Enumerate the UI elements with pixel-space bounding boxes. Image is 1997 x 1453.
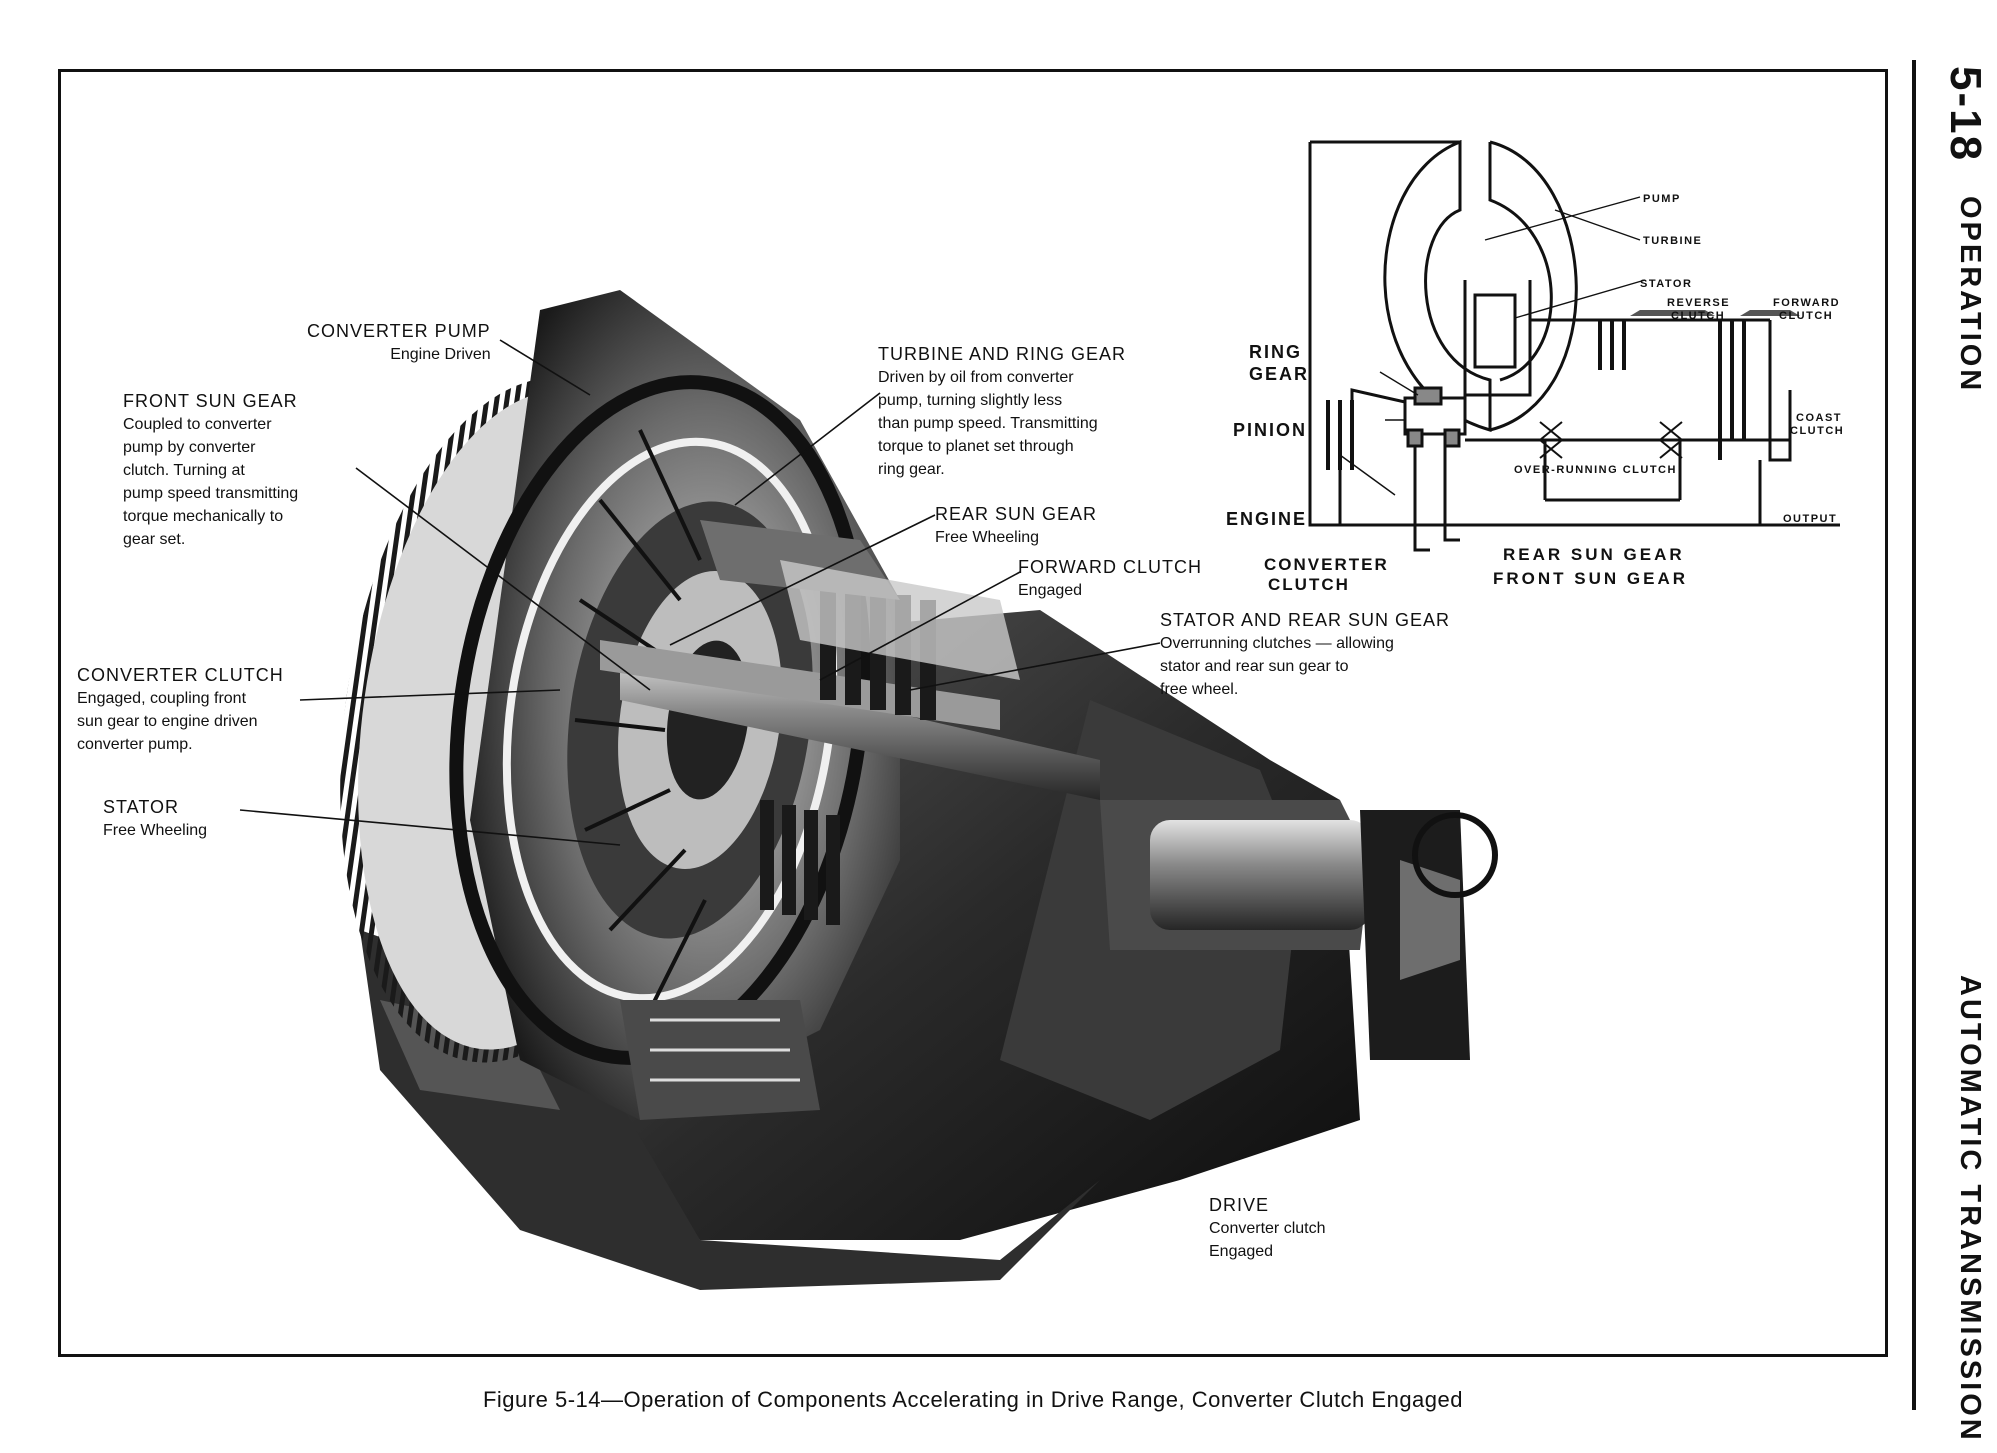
callout-front-sun-gear-line-1: Coupled to converter <box>123 416 272 433</box>
callout-turbine-ring-gear-line-4: torque to planet set through <box>878 438 1074 455</box>
schematic-rear-sun-gear-label: REAR SUN GEAR <box>1503 545 1685 564</box>
schematic-converter-clutch-label: CONVERTER CLUTCH <box>1264 555 1389 595</box>
callout-front-sun-gear-line-3: clutch. Turning at <box>123 462 245 479</box>
callout-front-sun-gear-line-4: pump speed transmitting <box>123 485 299 502</box>
callout-turbine-ring-gear: TURBINE AND RING GEAR Driven by oil from… <box>878 343 1126 481</box>
callout-converter-pump: CONVERTER PUMP Engine Driven <box>307 320 491 366</box>
callout-stator-rear-sun-gear-line-1: Overrunning clutches — allowing <box>1160 635 1394 652</box>
sidebar-rule <box>1912 60 1916 1410</box>
callout-turbine-ring-gear-title: TURBINE AND RING GEAR <box>878 344 1127 364</box>
callout-front-sun-gear-line-2: pump by converter <box>123 439 256 456</box>
callout-drive-title: DRIVE <box>1209 1195 1270 1215</box>
forward-clutch-line-1: FORWARD <box>1773 297 1841 309</box>
callout-converter-clutch: CONVERTER CLUTCH Engaged, coupling front… <box>77 664 284 756</box>
callout-turbine-ring-gear-line-1: Driven by oil from converter <box>878 369 1074 386</box>
callout-rear-sun-gear: REAR SUN GEAR Free Wheeling <box>935 503 1097 549</box>
schematic-pump-label: PUMP <box>1643 193 1681 205</box>
schematic-over-running-clutch-label: OVER-RUNNING CLUTCH <box>1514 464 1677 476</box>
callout-turbine-ring-gear-line-3: than pump speed. Transmitting <box>878 415 1098 432</box>
converter-clutch-line-2: CLUTCH <box>1268 575 1350 594</box>
schematic-ring-gear-label: RING GEAR <box>1249 341 1309 385</box>
callout-converter-clutch-title: CONVERTER CLUTCH <box>77 665 284 685</box>
schematic-forward-clutch-label: FORWARD CLUTCH <box>1773 297 1840 323</box>
schematic-pinion-label: PINION <box>1233 420 1308 440</box>
callout-front-sun-gear-line-6: gear set. <box>123 531 186 548</box>
reverse-clutch-line-2: CLUTCH <box>1671 310 1726 322</box>
callout-drive-line-1: Converter clutch <box>1209 1220 1326 1237</box>
callout-stator-title: STATOR <box>103 797 180 817</box>
coast-clutch-line-1: COAST <box>1796 412 1842 424</box>
figure-caption: Figure 5-14—Operation of Components Acce… <box>482 1387 1463 1412</box>
callout-stator-text: Free Wheeling <box>103 822 208 839</box>
callout-forward-clutch-title: FORWARD CLUTCH <box>1018 557 1202 577</box>
callout-stator-rear-sun-gear-title: STATOR AND REAR SUN GEAR <box>1160 610 1451 630</box>
power-flow-schematic <box>1308 140 1840 552</box>
callout-stator-rear-sun-gear-line-2: stator and rear sun gear to <box>1160 658 1349 675</box>
callout-converter-clutch-line-1: Engaged, coupling front <box>77 690 247 707</box>
callout-rear-sun-gear-title: REAR SUN GEAR <box>935 504 1098 524</box>
forward-clutch-line-2: CLUTCH <box>1779 310 1834 322</box>
callout-stator-rear-sun-gear: STATOR AND REAR SUN GEAR Overrunning clu… <box>1160 609 1450 701</box>
callout-leaders <box>239 339 1161 846</box>
callout-stator: STATOR Free Wheeling <box>103 796 207 842</box>
schematic-stator-label: STATOR <box>1640 278 1693 290</box>
callout-drive: DRIVE Converter clutch Engaged <box>1209 1194 1326 1263</box>
callout-front-sun-gear-line-5: torque mechanically to <box>123 508 284 525</box>
figure-frame <box>58 69 1888 1357</box>
callout-converter-pump-text: Engine Driven <box>390 346 491 363</box>
callout-forward-clutch-text: Engaged <box>1018 582 1083 599</box>
callout-rear-sun-gear-text: Free Wheeling <box>935 529 1040 546</box>
torque-converter <box>340 290 900 1120</box>
coast-clutch-line-2: CLUTCH <box>1790 425 1845 437</box>
callout-converter-clutch-line-2: sun gear to engine driven <box>77 713 258 730</box>
callout-turbine-ring-gear-line-5: ring gear. <box>878 461 945 478</box>
schematic-front-sun-gear-label: FRONT SUN GEAR <box>1493 569 1688 588</box>
ring-gear-line-2: GEAR <box>1249 364 1310 384</box>
callout-front-sun-gear-title: FRONT SUN GEAR <box>123 391 298 411</box>
ring-gear-line-1: RING <box>1249 342 1302 362</box>
reverse-clutch-line-1: REVERSE <box>1667 297 1731 309</box>
schematic-engine-label: ENGINE <box>1226 509 1308 529</box>
callout-forward-clutch: FORWARD CLUTCH Engaged <box>1018 556 1202 602</box>
gear-train <box>600 520 1100 1120</box>
callout-front-sun-gear: FRONT SUN GEAR Coupled to converter pump… <box>123 390 298 551</box>
schematic-leaders <box>1339 196 1646 496</box>
converter-clutch-line-1: CONVERTER <box>1264 555 1389 574</box>
schematic-output-label: OUTPUT <box>1783 513 1838 525</box>
callout-stator-rear-sun-gear-line-3: free wheel. <box>1160 681 1239 698</box>
schematic-coast-clutch-label: COAST CLUTCH <box>1790 412 1844 438</box>
callout-drive-line-2: Engaged <box>1209 1243 1274 1260</box>
schematic-reverse-clutch-label: REVERSE CLUTCH <box>1667 297 1730 323</box>
schematic-turbine-label: TURBINE <box>1643 235 1703 247</box>
callout-converter-clutch-line-3: converter pump. <box>77 736 193 753</box>
callout-turbine-ring-gear-line-2: pump, turning slightly less <box>878 392 1063 409</box>
callout-converter-pump-title: CONVERTER PUMP <box>307 321 491 341</box>
